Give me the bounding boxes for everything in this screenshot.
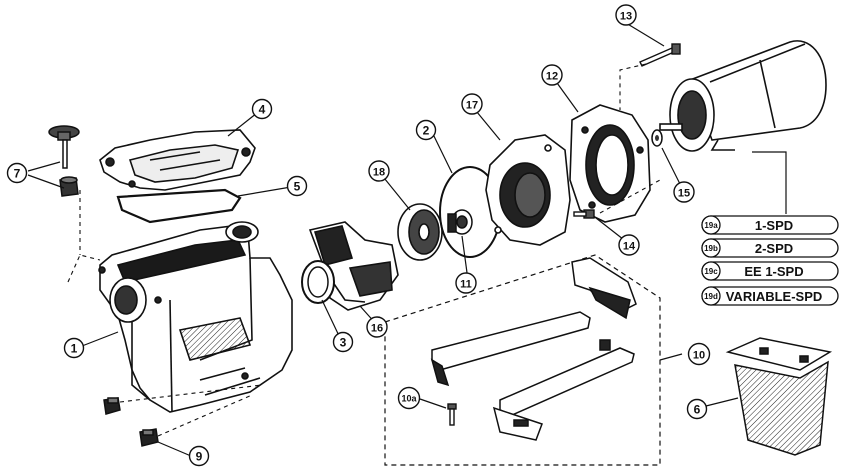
motor-option-list: 19a 1-SPD 19b 2-SPD 19c EE 1-SPD 19d VAR… — [701, 215, 839, 306]
svg-text:5: 5 — [294, 180, 301, 194]
callout-3: 3 — [332, 331, 354, 353]
strainer-lid — [99, 129, 256, 191]
svg-text:10a: 10a — [401, 394, 417, 404]
svg-text:19d: 19d — [704, 292, 718, 301]
svg-text:2-SPD: 2-SPD — [755, 241, 793, 256]
callout-17: 17 — [461, 93, 483, 115]
callout-15: 15 — [673, 181, 695, 203]
callout-10: 10 — [687, 342, 711, 366]
svg-text:16: 16 — [371, 323, 383, 335]
svg-text:15: 15 — [678, 188, 690, 200]
svg-text:VARIABLE-SPD: VARIABLE-SPD — [726, 289, 823, 304]
adapter-bolt — [573, 209, 595, 219]
svg-text:2: 2 — [423, 124, 430, 138]
callout-18: 18 — [368, 160, 390, 182]
callout-12: 12 — [541, 64, 563, 86]
svg-text:12: 12 — [546, 71, 558, 83]
callout-6: 6 — [686, 398, 708, 420]
svg-text:14: 14 — [623, 241, 636, 253]
svg-text:1-SPD: 1-SPD — [755, 218, 793, 233]
motor-option-19d: 19d VARIABLE-SPD — [701, 286, 839, 306]
motor-bolt — [639, 43, 681, 67]
motor-option-19a: 19a 1-SPD — [701, 215, 839, 235]
svg-text:3: 3 — [340, 336, 347, 350]
svg-text:1: 1 — [71, 342, 78, 356]
base-kit-outline — [384, 254, 661, 466]
motor-option-19c: 19c EE 1-SPD — [701, 261, 839, 281]
strainer-basket — [725, 337, 833, 456]
impeller — [397, 203, 443, 261]
svg-text:19c: 19c — [704, 267, 718, 276]
callout-16: 16 — [366, 316, 388, 338]
drain-plugs — [103, 397, 159, 447]
callout-10a: 10a — [397, 386, 421, 410]
motor-option-19b: 19b 2-SPD — [701, 238, 839, 258]
svg-text:EE 1-SPD: EE 1-SPD — [744, 264, 803, 279]
callout-2: 2 — [415, 119, 437, 141]
motor-washer — [651, 129, 663, 147]
svg-text:17: 17 — [466, 100, 478, 112]
pump-motor — [659, 40, 827, 152]
lid-gasket — [116, 188, 242, 224]
seal-plate — [485, 134, 571, 246]
callout-14: 14 — [618, 234, 640, 256]
svg-text:19b: 19b — [704, 244, 718, 253]
base-screw — [447, 403, 457, 426]
drain-knob — [48, 125, 80, 197]
assembly-lines — [67, 63, 661, 437]
svg-text:7: 7 — [14, 167, 21, 181]
svg-text:18: 18 — [373, 167, 385, 179]
callout-7: 7 — [6, 162, 28, 184]
svg-text:9: 9 — [196, 450, 203, 464]
svg-text:13: 13 — [620, 11, 632, 23]
callout-9: 9 — [188, 445, 210, 467]
callout-1: 1 — [63, 337, 85, 359]
shaft-seal — [447, 209, 473, 235]
svg-text:6: 6 — [694, 403, 701, 417]
svg-text:4: 4 — [259, 103, 266, 117]
strainer-housing — [98, 221, 293, 413]
motor-adapter — [569, 104, 651, 223]
svg-text:11: 11 — [460, 279, 472, 291]
callout-13: 13 — [615, 4, 637, 26]
callout-11: 11 — [455, 272, 477, 294]
svg-text:10: 10 — [693, 350, 705, 362]
motor-base — [430, 257, 637, 441]
callout-5: 5 — [286, 175, 308, 197]
diffuser-oring — [301, 260, 335, 304]
callout-4: 4 — [251, 98, 273, 120]
svg-text:19a: 19a — [704, 221, 718, 230]
